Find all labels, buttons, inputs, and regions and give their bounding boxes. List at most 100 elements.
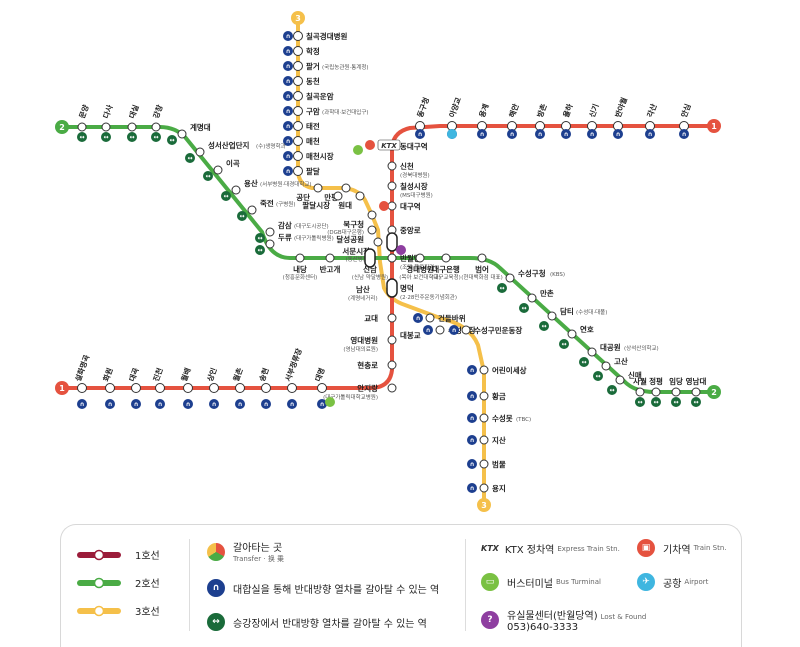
station-marker[interactable] xyxy=(151,122,161,132)
crossover-icon xyxy=(237,211,247,221)
station-marker[interactable] xyxy=(235,383,245,393)
station-marker[interactable] xyxy=(293,151,303,161)
u-turn-icon xyxy=(535,129,545,139)
badge-glyph: ∩ xyxy=(426,327,431,334)
station-marker[interactable] xyxy=(547,311,557,321)
u-turn-icon xyxy=(283,106,293,116)
station-marker[interactable] xyxy=(479,413,489,423)
station-marker[interactable] xyxy=(477,253,487,263)
station-marker[interactable] xyxy=(387,181,397,191)
station-marker[interactable] xyxy=(293,121,303,131)
station-marker[interactable] xyxy=(479,435,489,445)
station-marker[interactable] xyxy=(367,225,377,235)
station-marker[interactable] xyxy=(293,61,303,71)
badge-glyph: ∩ xyxy=(286,138,291,145)
station-marker[interactable] xyxy=(387,313,397,323)
station-marker[interactable] xyxy=(317,383,327,393)
legend-airport: ✈ 공항 Airport xyxy=(637,573,708,591)
station-label: 신기 xyxy=(586,102,600,118)
station-marker[interactable] xyxy=(265,239,275,249)
station-marker[interactable] xyxy=(635,387,645,397)
station-marker[interactable] xyxy=(435,325,445,335)
station-marker[interactable] xyxy=(293,136,303,146)
station-marker[interactable] xyxy=(387,335,397,345)
transfer-icon[interactable] xyxy=(386,278,398,298)
station-marker[interactable] xyxy=(313,183,323,193)
station-marker[interactable] xyxy=(295,253,305,263)
badge-glyph: ∩ xyxy=(452,327,457,334)
station-marker[interactable] xyxy=(209,383,219,393)
station-marker[interactable] xyxy=(387,360,397,370)
station-marker[interactable] xyxy=(479,459,489,469)
station-marker[interactable] xyxy=(131,383,141,393)
station-marker[interactable] xyxy=(651,387,661,397)
station-marker[interactable] xyxy=(505,273,515,283)
station-marker[interactable] xyxy=(587,347,597,357)
station-label: 방촌 xyxy=(534,102,548,118)
station-marker[interactable] xyxy=(671,387,681,397)
station-marker[interactable] xyxy=(293,76,303,86)
station-marker[interactable] xyxy=(231,185,241,195)
station-marker[interactable] xyxy=(77,122,87,132)
station-marker[interactable] xyxy=(105,383,115,393)
u-turn-icon xyxy=(613,129,623,139)
legend-line3-label: 3호선 xyxy=(135,607,160,618)
station-label: 담티 xyxy=(560,306,574,316)
u-turn-icon xyxy=(467,391,477,401)
station-marker[interactable] xyxy=(461,325,471,335)
station-marker[interactable] xyxy=(333,191,343,201)
station-sublabel: (구병원) xyxy=(276,200,295,208)
station-marker[interactable] xyxy=(567,329,577,339)
station-marker[interactable] xyxy=(355,191,365,201)
station-label: 각산 xyxy=(644,102,658,118)
station-marker[interactable] xyxy=(691,387,701,397)
station-marker[interactable] xyxy=(177,129,187,139)
station-marker[interactable] xyxy=(387,383,397,393)
station-marker[interactable] xyxy=(213,165,223,175)
badge-glyph: ∩ xyxy=(264,401,269,408)
legend-platform: ↔ 승강장에서 반대방향 열차를 갈아탈 수 있는 역 xyxy=(207,613,427,631)
line3-north-number: 3 xyxy=(295,14,301,23)
station-marker[interactable] xyxy=(293,166,303,176)
legend-uturn: ∩ 대합실을 통해 반대방향 열차를 갈아탈 수 있는 역 xyxy=(207,579,439,597)
station-marker[interactable] xyxy=(479,483,489,493)
station-marker[interactable] xyxy=(195,147,205,157)
station-marker[interactable] xyxy=(127,122,137,132)
station-marker[interactable] xyxy=(387,253,397,263)
station-marker[interactable] xyxy=(261,383,271,393)
station-marker[interactable] xyxy=(293,91,303,101)
station-marker[interactable] xyxy=(387,201,397,211)
station-marker[interactable] xyxy=(415,253,425,263)
station-marker[interactable] xyxy=(183,383,193,393)
station-label: 상인 xyxy=(204,366,218,382)
badge-glyph: ∩ xyxy=(648,131,653,138)
station-marker[interactable] xyxy=(425,313,435,323)
station-marker[interactable] xyxy=(601,361,611,371)
crossover-icon xyxy=(497,283,507,293)
station-marker[interactable] xyxy=(247,205,257,215)
station-marker[interactable] xyxy=(367,210,377,220)
station-marker[interactable] xyxy=(155,383,165,393)
station-marker[interactable] xyxy=(101,122,111,132)
crossover-icon xyxy=(607,385,617,395)
station-marker[interactable] xyxy=(287,383,297,393)
legend-line3: 3호선 xyxy=(77,603,160,618)
station-marker[interactable] xyxy=(325,253,335,263)
transfer-icon[interactable] xyxy=(364,248,376,268)
station-label: 월배 xyxy=(178,366,192,382)
station-marker[interactable] xyxy=(293,31,303,41)
station-marker[interactable] xyxy=(293,106,303,116)
station-marker[interactable] xyxy=(615,375,625,385)
station-marker[interactable] xyxy=(77,383,87,393)
station-marker[interactable] xyxy=(479,391,489,401)
station-marker[interactable] xyxy=(265,227,275,237)
station-marker[interactable] xyxy=(479,365,489,375)
station-marker[interactable] xyxy=(441,253,451,263)
station-marker[interactable] xyxy=(387,161,397,171)
station-marker[interactable] xyxy=(293,46,303,56)
station-marker[interactable] xyxy=(373,237,383,247)
station-label: 두류 xyxy=(278,233,292,242)
station-marker[interactable] xyxy=(341,183,351,193)
station-marker[interactable] xyxy=(527,293,537,303)
transfer-icon[interactable] xyxy=(386,232,398,252)
